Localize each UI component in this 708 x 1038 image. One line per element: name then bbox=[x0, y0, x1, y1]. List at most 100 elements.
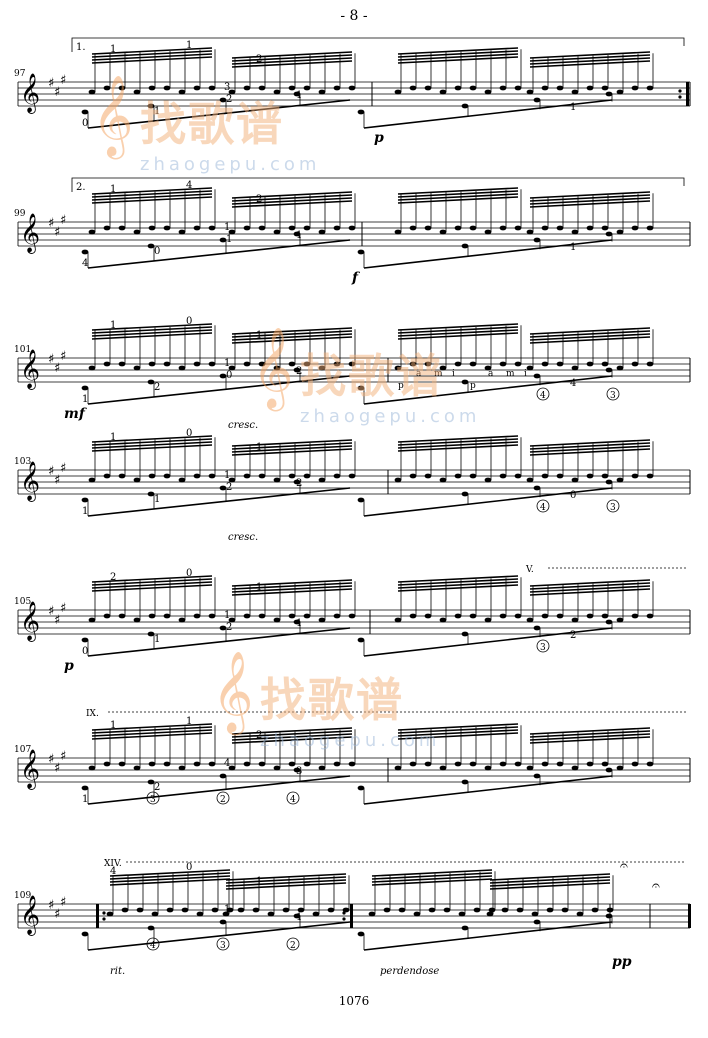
measure-number: 101 bbox=[14, 345, 31, 355]
notehead bbox=[318, 229, 326, 235]
mark-fing: 4 bbox=[570, 378, 576, 389]
mark-fing: 1 bbox=[110, 184, 116, 195]
mark-rh: a bbox=[488, 369, 494, 379]
notehead bbox=[258, 361, 266, 367]
notehead bbox=[333, 225, 341, 231]
beam bbox=[91, 196, 213, 204]
notehead bbox=[556, 761, 564, 767]
notehead bbox=[357, 637, 365, 643]
beam bbox=[231, 730, 353, 738]
repeat-dot bbox=[102, 911, 106, 915]
mark-fing: 1 bbox=[256, 582, 262, 593]
notehead bbox=[586, 613, 594, 619]
volta-number: 2. bbox=[76, 182, 86, 193]
beam bbox=[91, 193, 213, 201]
notehead bbox=[293, 913, 301, 919]
notehead bbox=[258, 225, 266, 231]
notehead bbox=[461, 379, 469, 385]
notehead bbox=[303, 473, 311, 479]
fermata-icon: 𝄐 bbox=[652, 878, 660, 894]
beam bbox=[371, 872, 493, 880]
notehead bbox=[118, 613, 126, 619]
mark-fing: 2 bbox=[570, 630, 576, 641]
notehead bbox=[219, 485, 227, 491]
notehead bbox=[533, 773, 541, 779]
mark-fing: 2 bbox=[154, 782, 160, 793]
notehead bbox=[288, 473, 296, 479]
mark-fing: 2 bbox=[296, 478, 302, 489]
notehead bbox=[147, 491, 155, 497]
notehead bbox=[526, 477, 534, 483]
beam bbox=[91, 444, 213, 452]
notehead bbox=[148, 225, 156, 231]
notehead bbox=[586, 225, 594, 231]
notehead bbox=[357, 109, 365, 115]
notehead bbox=[357, 931, 365, 937]
notehead bbox=[219, 773, 227, 779]
notehead bbox=[424, 85, 432, 91]
beam bbox=[397, 726, 519, 734]
notehead bbox=[178, 89, 186, 95]
notehead bbox=[148, 473, 156, 479]
beam bbox=[91, 50, 213, 58]
notehead bbox=[228, 617, 236, 623]
notehead bbox=[318, 89, 326, 95]
notehead bbox=[333, 473, 341, 479]
system: 𝄞♯♯♯971.1123101211p bbox=[14, 37, 691, 146]
mark-fing: 3 bbox=[224, 82, 230, 93]
beam bbox=[529, 51, 651, 59]
mark-str: 2 bbox=[290, 941, 296, 951]
notehead bbox=[106, 911, 114, 917]
notehead bbox=[163, 761, 171, 767]
mark-dyn: f bbox=[351, 270, 361, 286]
string-number-circle bbox=[216, 791, 230, 805]
notehead bbox=[601, 761, 609, 767]
notehead bbox=[469, 613, 477, 619]
notehead bbox=[571, 617, 579, 623]
notehead bbox=[178, 477, 186, 483]
notehead bbox=[303, 361, 311, 367]
sharp-icon: ♯ bbox=[48, 352, 54, 367]
beam bbox=[529, 727, 651, 735]
beam bbox=[91, 47, 213, 55]
notehead bbox=[616, 617, 624, 623]
mark-fing: 1 bbox=[186, 40, 192, 51]
measure-number: 107 bbox=[14, 745, 31, 755]
notehead bbox=[576, 911, 584, 917]
beam bbox=[529, 448, 651, 456]
notehead bbox=[571, 477, 579, 483]
notehead bbox=[243, 361, 251, 367]
measure-number: 97 bbox=[14, 69, 26, 79]
notehead bbox=[103, 225, 111, 231]
mark-str: 4 bbox=[540, 503, 546, 513]
notehead bbox=[303, 613, 311, 619]
notehead bbox=[312, 911, 320, 917]
notehead bbox=[484, 765, 492, 771]
notehead bbox=[424, 225, 432, 231]
mark-rh: i bbox=[452, 369, 455, 379]
notehead bbox=[469, 761, 477, 767]
sharp-icon: ♯ bbox=[60, 895, 66, 910]
notehead bbox=[166, 907, 174, 913]
beam bbox=[91, 56, 213, 64]
notehead bbox=[605, 91, 613, 97]
sharp-icon: ♯ bbox=[60, 749, 66, 764]
mark-fing: 2 bbox=[226, 482, 232, 493]
mark-fing: 1 bbox=[224, 222, 230, 233]
notehead bbox=[631, 85, 639, 91]
notehead bbox=[273, 617, 281, 623]
beam bbox=[529, 582, 651, 590]
mark-fing: 2 bbox=[226, 94, 232, 105]
bass-beam bbox=[363, 239, 613, 269]
mark-fing: 4 bbox=[82, 258, 88, 269]
notehead bbox=[228, 365, 236, 371]
beam bbox=[91, 323, 213, 331]
sharp-icon: ♯ bbox=[54, 361, 60, 376]
repeat-barline bbox=[96, 904, 99, 928]
notehead bbox=[327, 907, 335, 913]
notehead bbox=[258, 761, 266, 767]
beam bbox=[397, 47, 519, 55]
notehead bbox=[646, 613, 654, 619]
notehead bbox=[81, 109, 89, 115]
notehead bbox=[219, 97, 227, 103]
